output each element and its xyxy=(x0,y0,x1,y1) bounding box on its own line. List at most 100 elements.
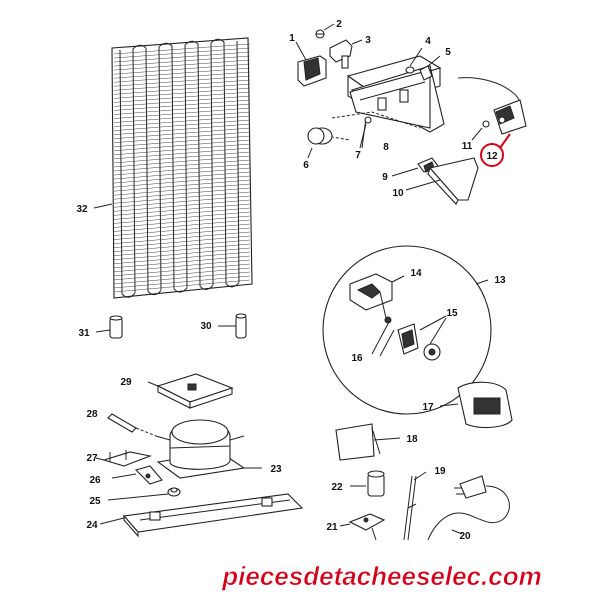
label-23: 23 xyxy=(270,464,282,475)
condenser-bend xyxy=(158,42,173,48)
condenser-wire xyxy=(113,151,251,164)
pad-part-29 xyxy=(147,373,234,409)
condenser-tube xyxy=(171,45,175,289)
condenser-wire xyxy=(113,67,251,79)
base-plate-part-24 xyxy=(99,493,304,538)
condenser-wire xyxy=(113,195,251,208)
label-7: 7 xyxy=(355,150,361,161)
label-8: 8 xyxy=(383,142,389,153)
condenser-bend xyxy=(121,292,136,298)
condenser-wire xyxy=(113,239,251,252)
label-9: 9 xyxy=(382,172,388,183)
thermostat-part-12 xyxy=(457,77,527,167)
condenser-wire xyxy=(113,259,251,273)
lamp-holder-part-3 xyxy=(329,39,363,69)
condenser-tube xyxy=(223,41,227,284)
condenser-tube xyxy=(197,43,201,287)
condenser-wire xyxy=(113,223,251,236)
condenser-wire xyxy=(113,179,251,192)
label-29: 29 xyxy=(120,377,132,388)
condenser-wire xyxy=(113,123,251,135)
label-12: 12 xyxy=(486,151,498,162)
label-20: 20 xyxy=(459,531,471,542)
bracket-part-1 xyxy=(295,41,327,87)
label-26: 26 xyxy=(89,475,101,486)
pin-part-7 xyxy=(359,116,372,149)
condenser-wire xyxy=(113,115,251,127)
condenser-wire xyxy=(113,63,251,75)
condenser-wire xyxy=(113,211,251,224)
condenser-tube xyxy=(119,49,123,295)
label-25: 25 xyxy=(89,496,101,507)
condenser-wire xyxy=(113,171,251,184)
label-19: 19 xyxy=(434,466,446,477)
condenser-wire xyxy=(113,95,251,107)
label-21: 21 xyxy=(326,522,338,533)
condenser-wire xyxy=(113,191,251,204)
condenser-wire xyxy=(113,163,251,176)
label-2: 2 xyxy=(336,19,342,30)
compressor-part-23 xyxy=(155,419,262,479)
condenser-wire xyxy=(113,187,251,200)
detail-circle-part-13 xyxy=(322,245,492,415)
condenser-wire xyxy=(113,111,251,123)
label-11: 11 xyxy=(462,141,473,152)
clip-part-5 xyxy=(419,55,441,81)
label-18: 18 xyxy=(406,434,418,445)
condenser-bend xyxy=(147,290,162,296)
condenser-wire xyxy=(113,279,251,293)
label-13: 13 xyxy=(494,275,506,286)
relay-part-26 xyxy=(111,465,163,485)
screw-part-11 xyxy=(471,120,490,141)
condenser-wire xyxy=(113,235,251,248)
condenser-wire xyxy=(113,127,251,139)
condenser-wire xyxy=(113,207,251,220)
condenser-wire xyxy=(113,251,251,265)
condenser-bend xyxy=(184,40,199,46)
condenser-wire xyxy=(113,107,251,119)
condenser-wire xyxy=(113,203,251,216)
label-4: 4 xyxy=(425,36,431,47)
label-15: 15 xyxy=(446,308,458,319)
condenser-tube xyxy=(145,47,149,292)
condenser-wire xyxy=(113,247,251,260)
label-28: 28 xyxy=(86,409,98,420)
condenser-wire xyxy=(113,59,251,71)
condenser-wires xyxy=(113,43,251,293)
condenser-wire xyxy=(113,199,251,212)
condenser-bend xyxy=(173,287,188,293)
rail-part-27 xyxy=(95,450,152,467)
rail-part-10 xyxy=(405,157,479,205)
condenser-wire xyxy=(113,231,251,244)
condenser-bend xyxy=(132,44,147,50)
condenser-tube xyxy=(158,46,162,291)
condenser-wire xyxy=(113,167,251,180)
capacitor-part-22 xyxy=(350,470,385,497)
condenser-wire xyxy=(113,135,251,148)
condenser-wire xyxy=(113,99,251,111)
part-labels: 1 2 3 4 5 6 7 8 9 10 11 12 13 14 15 16 1… xyxy=(76,19,506,542)
wire-harness-part-19 xyxy=(403,471,427,541)
condenser-wire xyxy=(113,183,251,196)
condenser-wire xyxy=(113,227,251,240)
label-3: 3 xyxy=(365,35,371,46)
condenser-bend xyxy=(225,282,240,288)
label-6: 6 xyxy=(303,160,309,171)
beam-part-8 xyxy=(346,55,445,133)
condenser-wire xyxy=(113,219,251,232)
label-16: 16 xyxy=(351,353,363,364)
grommet-part-25 xyxy=(107,487,181,501)
starter-part-28 xyxy=(107,413,157,437)
bracket-part-21 xyxy=(339,513,386,541)
condenser-wire xyxy=(113,75,251,87)
knob-part-6 xyxy=(307,127,333,159)
condenser-wire xyxy=(113,83,251,95)
condenser-wire xyxy=(113,175,251,188)
condenser-wire xyxy=(113,215,251,228)
label-24: 24 xyxy=(86,520,98,531)
condenser-tube xyxy=(184,44,188,288)
power-cord-part-20 xyxy=(427,475,510,541)
spacer-part-30 xyxy=(218,313,247,339)
